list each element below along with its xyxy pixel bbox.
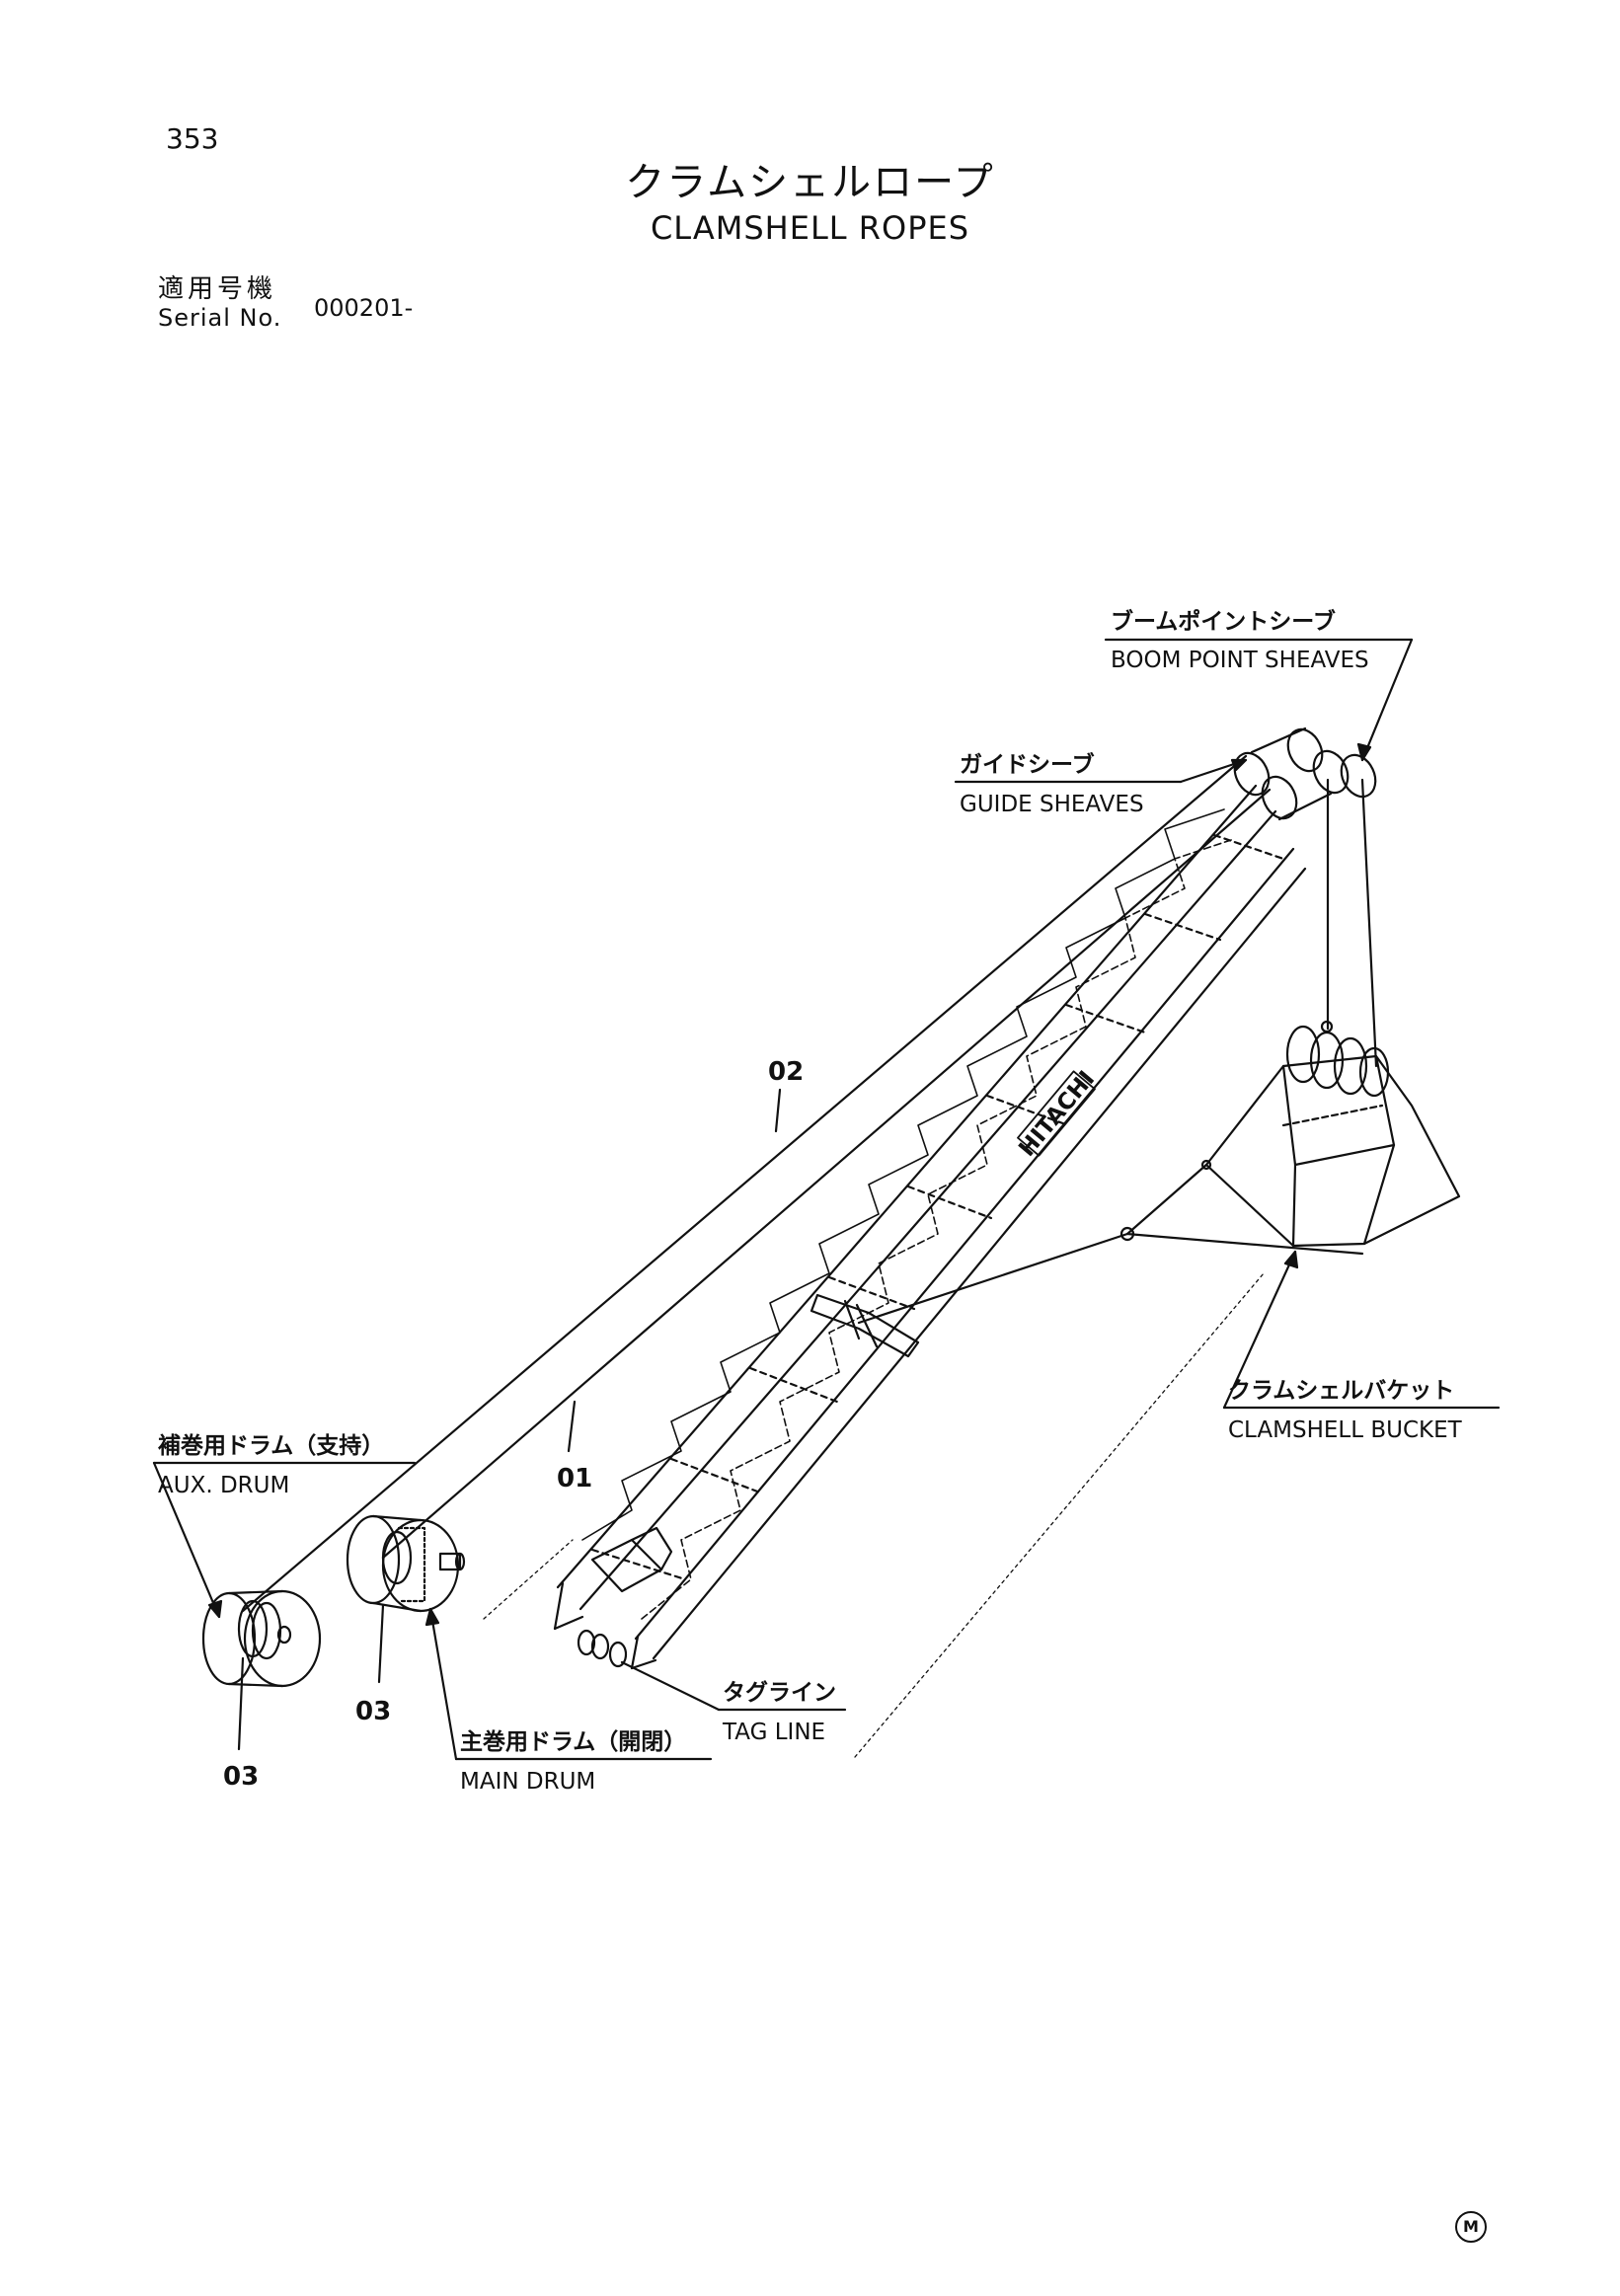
part-number-rope-02: 02 xyxy=(768,1057,804,1087)
part-number-main-drum-03: 03 xyxy=(355,1697,391,1726)
callout-guide-sheaves: ガイドシーブ GUIDE SHEAVES xyxy=(954,751,1248,817)
leader-rope-01 xyxy=(567,1400,577,1453)
page-title-jp: クラムシェルロープ xyxy=(625,160,995,205)
callout-aux-drum: 補巻用ドラム（支持） AUX. DRUM xyxy=(152,1432,417,1619)
boom-logo-text: HITACHI xyxy=(1014,1066,1100,1162)
label-clamshell-bucket-en: CLAMSHELL BUCKET xyxy=(1228,1417,1463,1443)
page-title-en: CLAMSHELL ROPES xyxy=(650,209,970,247)
label-clamshell-bucket-jp: クラムシェルバケット xyxy=(1228,1378,1454,1404)
serial-label-jp: 適用号機 xyxy=(158,274,277,304)
callout-clamshell-bucket: クラムシェルバケット CLAMSHELL BUCKET xyxy=(1222,1250,1501,1443)
aux-drum xyxy=(201,1589,322,1688)
serial-value: 000201- xyxy=(314,294,414,322)
label-aux-drum-jp: 補巻用ドラム（支持） xyxy=(157,1432,384,1459)
boom-point-sheaves xyxy=(1233,727,1377,821)
label-boom-point-sheaves-en: BOOM POINT SHEAVES xyxy=(1111,648,1369,673)
boom-logo-plate: HITACHI xyxy=(1014,1066,1100,1162)
clamshell-bucket xyxy=(1119,1020,1461,1248)
tag-line-winder xyxy=(577,1629,628,1668)
callout-tag-line: タグライン TAG LINE xyxy=(620,1660,847,1745)
label-guide-sheaves-jp: ガイドシーブ xyxy=(960,751,1095,778)
label-boom-point-sheaves-jp: ブームポイントシーブ xyxy=(1111,608,1336,635)
main-drum xyxy=(346,1514,466,1613)
serial-label-en: Serial No. xyxy=(158,304,282,332)
label-aux-drum-en: AUX. DRUM xyxy=(158,1473,289,1498)
leader-drum-main-03 xyxy=(377,1603,385,1684)
callout-main-drum: 主巻用ドラム（開閉） MAIN DRUM xyxy=(424,1607,713,1795)
leader-drum-aux-03 xyxy=(237,1656,245,1751)
part-number-rope-01: 01 xyxy=(557,1464,592,1493)
page-number: 353 xyxy=(166,122,219,155)
ropes xyxy=(241,754,1378,1613)
footer-mark: M xyxy=(1455,2211,1487,2243)
label-tag-line-en: TAG LINE xyxy=(722,1720,825,1745)
projection-lines xyxy=(483,1272,1265,1758)
part-number-aux-drum-03: 03 xyxy=(223,1762,259,1792)
callout-boom-point-sheaves: ブームポイントシーブ BOOM POINT SHEAVES xyxy=(1104,608,1414,762)
label-main-drum-en: MAIN DRUM xyxy=(460,1769,595,1795)
label-main-drum-jp: 主巻用ドラム（開閉） xyxy=(460,1728,686,1755)
label-guide-sheaves-en: GUIDE SHEAVES xyxy=(960,792,1144,817)
leader-rope-02 xyxy=(774,1088,782,1133)
label-tag-line-jp: タグライン xyxy=(723,1679,836,1706)
boom-lattice: HITACHI xyxy=(553,784,1307,1670)
